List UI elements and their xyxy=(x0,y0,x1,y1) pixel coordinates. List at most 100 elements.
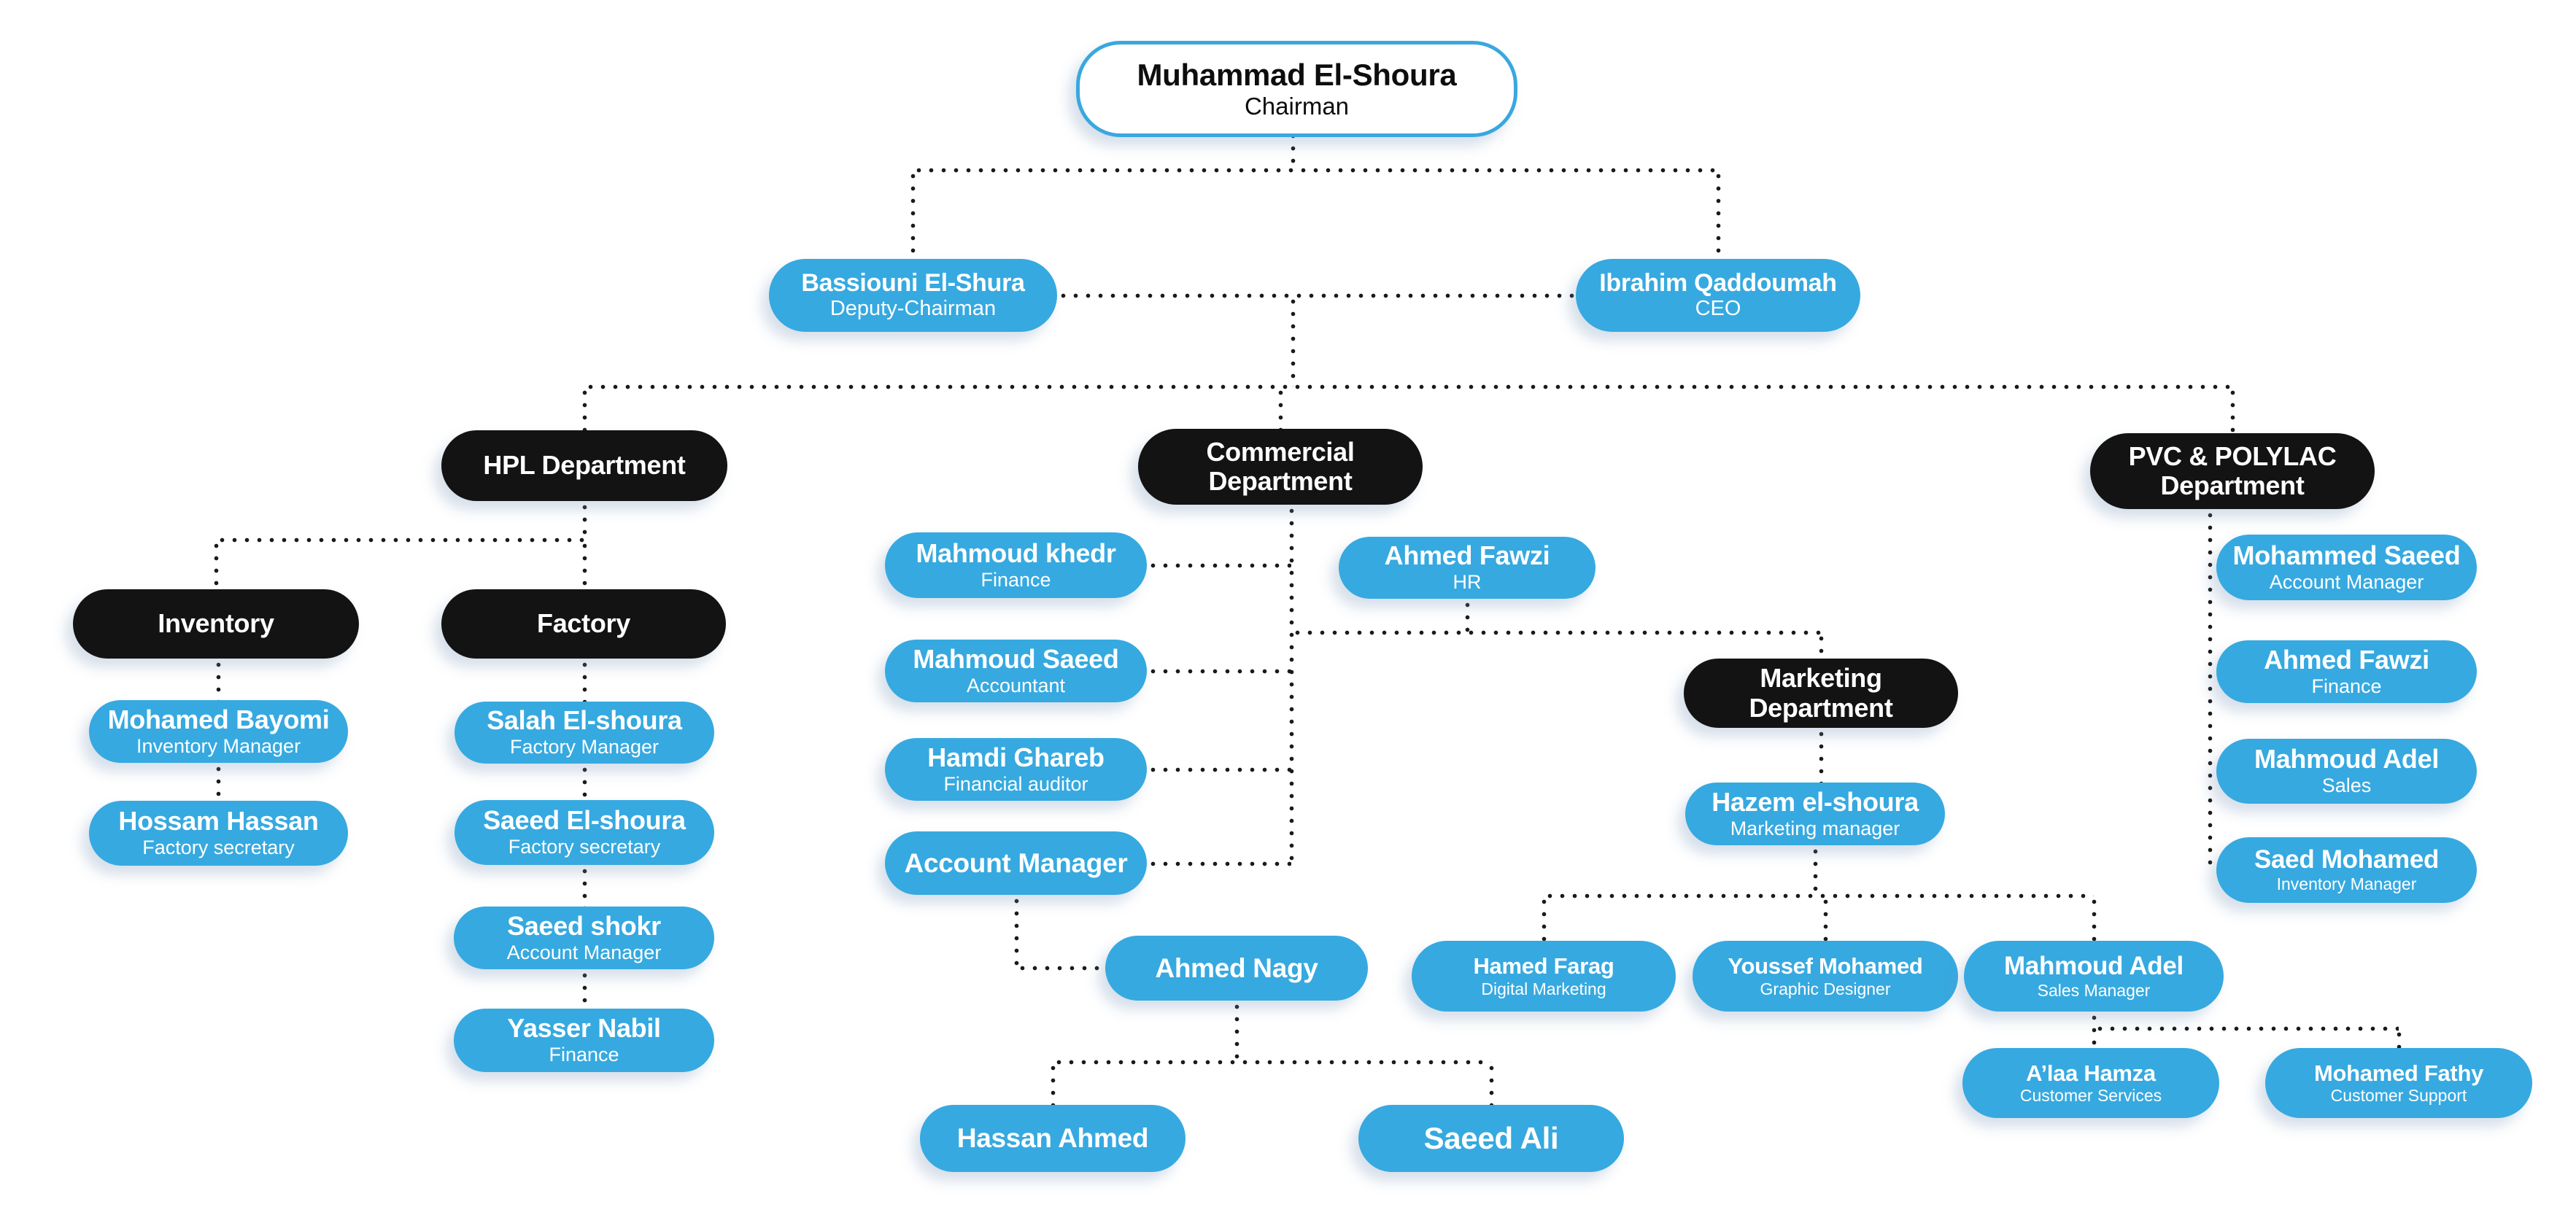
dotted-connector xyxy=(2094,1026,2399,1031)
org-node-inventory: Inventory xyxy=(73,589,359,659)
node-name: Hamdi Ghareb xyxy=(927,742,1105,772)
node-name: Mahmoud Adel xyxy=(2004,951,2184,980)
dotted-connector xyxy=(2397,1028,2402,1048)
dotted-connector xyxy=(1147,563,1291,568)
node-title: Financial auditor xyxy=(943,772,1088,795)
dotted-connector xyxy=(2208,509,2213,870)
dotted-connector xyxy=(2092,1012,2097,1048)
node-name: Mohammed Saeed xyxy=(2232,540,2461,570)
org-node-saeed-ali: Saeed Ali xyxy=(1358,1105,1624,1172)
node-title: Marketing manager xyxy=(1730,817,1900,839)
node-name: Ibrahim Qaddoumah xyxy=(1599,268,1837,297)
node-title: Finance xyxy=(549,1044,619,1066)
dotted-connector xyxy=(1823,896,1828,941)
dotted-connector xyxy=(910,170,916,259)
node-title: Accountant xyxy=(966,674,1066,696)
org-node-factory: Factory xyxy=(441,589,726,659)
node-name: A’laa Hamza xyxy=(2026,1060,2156,1086)
dotted-connector xyxy=(216,537,584,543)
node-name: Saeed shokr xyxy=(507,910,661,941)
dotted-connector xyxy=(216,659,221,700)
node-title: Factory Manager xyxy=(509,736,660,758)
node-title: Account Manager xyxy=(506,941,662,963)
node-name: Muhammad El-Shoura xyxy=(1137,58,1457,93)
dotted-connector xyxy=(913,168,1718,173)
node-title: CEO xyxy=(1695,297,1741,321)
dotted-connector xyxy=(1819,632,1824,659)
dotted-connector xyxy=(582,540,587,589)
dotted-connector xyxy=(1291,295,1296,387)
node-name: Mahmoud khedr xyxy=(916,537,1116,568)
node-name: Ahmed Fawzi xyxy=(2264,644,2429,675)
node-title: Sales Manager xyxy=(2037,980,2151,1000)
dotted-connector xyxy=(1544,893,2094,899)
node-name: Ahmed Fawzi xyxy=(1384,540,1550,571)
dotted-connector xyxy=(1819,728,1824,783)
node-name: Bassiouni El-Shura xyxy=(801,268,1025,297)
org-node-pvc-polylac-department: PVC & POLYLAC Department xyxy=(2090,433,2375,509)
node-name: Saed Mohamed xyxy=(2254,845,2440,874)
dotted-connector xyxy=(1291,630,1821,635)
node-title: Account Manager xyxy=(2269,570,2424,593)
node-name: Ahmed Nagy xyxy=(1155,952,1318,983)
org-node-marketing-department: Marketing Department xyxy=(1684,659,1958,728)
dotted-connector xyxy=(584,384,2232,389)
node-name: Hassan Ahmed xyxy=(956,1123,1149,1154)
node-title: Digital Marketing xyxy=(1481,979,1606,998)
dotted-connector xyxy=(2230,387,2235,433)
dotted-connector xyxy=(1147,767,1291,772)
dotted-connector xyxy=(2092,896,2097,941)
node-name: Saeed Ali xyxy=(1423,1121,1559,1156)
node-name: Mahmoud Saeed xyxy=(913,643,1119,674)
dotted-connector xyxy=(1465,599,1470,632)
node-name: Inventory xyxy=(158,608,274,639)
node-title: Graphic Designer xyxy=(1760,979,1891,998)
node-title: Inventory Manager xyxy=(2276,874,2417,894)
org-node-hassan-ahmed: Hassan Ahmed xyxy=(920,1105,1185,1172)
dotted-connector xyxy=(1051,1062,1056,1105)
dotted-connector xyxy=(582,865,587,907)
dotted-connector xyxy=(1489,1062,1494,1105)
node-title: Customer Services xyxy=(2019,1086,2162,1106)
node-name: Commercial Department xyxy=(1206,436,1355,496)
node-title: Sales xyxy=(2321,775,2372,797)
node-title: Factory secretary xyxy=(142,837,295,859)
node-name: Mohamed Fathy xyxy=(2313,1060,2484,1086)
dotted-connector xyxy=(1234,1001,1239,1062)
node-name: Hamed Farag xyxy=(1473,953,1614,979)
org-node-commercial-department: Commercial Department xyxy=(1138,429,1423,505)
node-name: Salah El-shoura xyxy=(487,705,682,736)
dotted-connector xyxy=(582,659,587,702)
node-name: Marketing Department xyxy=(1749,663,1893,723)
node-name: Yasser Nabil xyxy=(507,1013,661,1044)
node-title: Chairman xyxy=(1244,92,1350,120)
node-name: Hossam Hassan xyxy=(118,806,319,837)
dotted-connector xyxy=(216,763,221,801)
dotted-connector xyxy=(1147,669,1291,674)
dotted-connector xyxy=(1542,896,1547,941)
org-node-ahmed-nagy: Ahmed Nagy xyxy=(1105,936,1368,1001)
node-title: Finance xyxy=(2311,675,2382,697)
node-name: Account Manager xyxy=(904,847,1128,878)
dotted-connector xyxy=(582,764,587,800)
node-name: Factory xyxy=(537,608,630,639)
